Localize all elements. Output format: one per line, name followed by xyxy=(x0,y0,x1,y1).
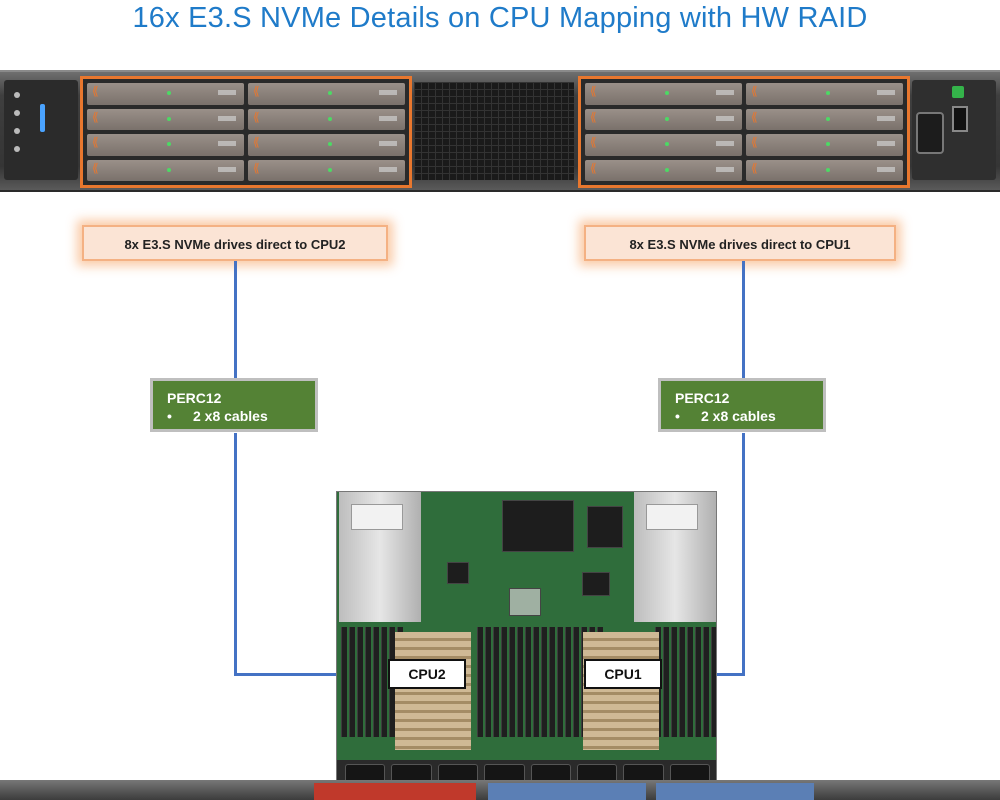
bullet-icon: • xyxy=(675,408,680,424)
connector-left-lower xyxy=(234,433,237,675)
bullet-icon: • xyxy=(167,408,172,424)
power-supply-right xyxy=(634,492,716,622)
drive-bay xyxy=(585,108,742,130)
rear-riser-tag xyxy=(488,783,646,800)
drive-bay xyxy=(87,108,244,130)
drive-bay xyxy=(248,83,405,105)
perc-title: PERC12 xyxy=(675,390,730,406)
chip xyxy=(502,500,574,552)
cpu1-label: CPU1 xyxy=(584,659,662,689)
drive-bay xyxy=(585,134,742,156)
drive-bay xyxy=(746,159,903,181)
drive-bay xyxy=(585,83,742,105)
blank-vent-panel xyxy=(414,82,574,180)
perc-detail: 2 x8 cables xyxy=(701,408,776,424)
dimm-bank-right xyxy=(655,627,716,737)
connector-left-upper xyxy=(234,261,237,379)
chip xyxy=(509,588,541,616)
server-rear-chassis xyxy=(0,780,1000,800)
drive-bay xyxy=(248,159,405,181)
drive-bay xyxy=(746,83,903,105)
heatsink-cpu2 xyxy=(395,632,471,750)
left-control-panel xyxy=(4,80,78,180)
heatsink-cpu1 xyxy=(583,632,659,750)
cpu2-label: CPU2 xyxy=(388,659,466,689)
perc-detail: 2 x8 cables xyxy=(193,408,268,424)
callout-cpu2-drives: 8x E3.S NVMe drives direct to CPU2 xyxy=(82,225,388,261)
drive-bay xyxy=(746,108,903,130)
drive-bay xyxy=(87,159,244,181)
vga-port-icon xyxy=(916,112,944,154)
rear-riser-tag xyxy=(656,783,814,800)
drive-bay xyxy=(248,108,405,130)
chip xyxy=(582,572,610,596)
drive-bay xyxy=(87,83,244,105)
perc12-left: PERC12 • 2 x8 cables xyxy=(150,378,318,432)
page-title: 16x E3.S NVMe Details on CPU Mapping wit… xyxy=(132,2,868,34)
rear-riser-tag xyxy=(314,783,476,800)
connector-left-horizontal xyxy=(234,673,392,676)
chip xyxy=(447,562,469,584)
connector-right-lower xyxy=(742,433,745,675)
power-supply-left xyxy=(339,492,421,622)
right-io-panel xyxy=(912,80,996,180)
usb-port-icon xyxy=(952,106,968,132)
power-led-icon xyxy=(952,86,964,98)
drive-group-cpu2 xyxy=(80,76,412,188)
drive-bay xyxy=(585,159,742,181)
drive-bay xyxy=(746,134,903,156)
server-front-chassis xyxy=(0,70,1000,192)
drive-bay xyxy=(87,134,244,156)
motherboard-image xyxy=(336,491,717,790)
callout-cpu1-drives: 8x E3.S NVMe drives direct to CPU1 xyxy=(584,225,896,261)
perc12-right: PERC12 • 2 x8 cables xyxy=(658,378,826,432)
chip xyxy=(587,506,623,548)
connector-right-upper xyxy=(742,261,745,379)
drive-group-cpu1 xyxy=(578,76,910,188)
drive-bay xyxy=(248,134,405,156)
perc-title: PERC12 xyxy=(167,390,222,406)
